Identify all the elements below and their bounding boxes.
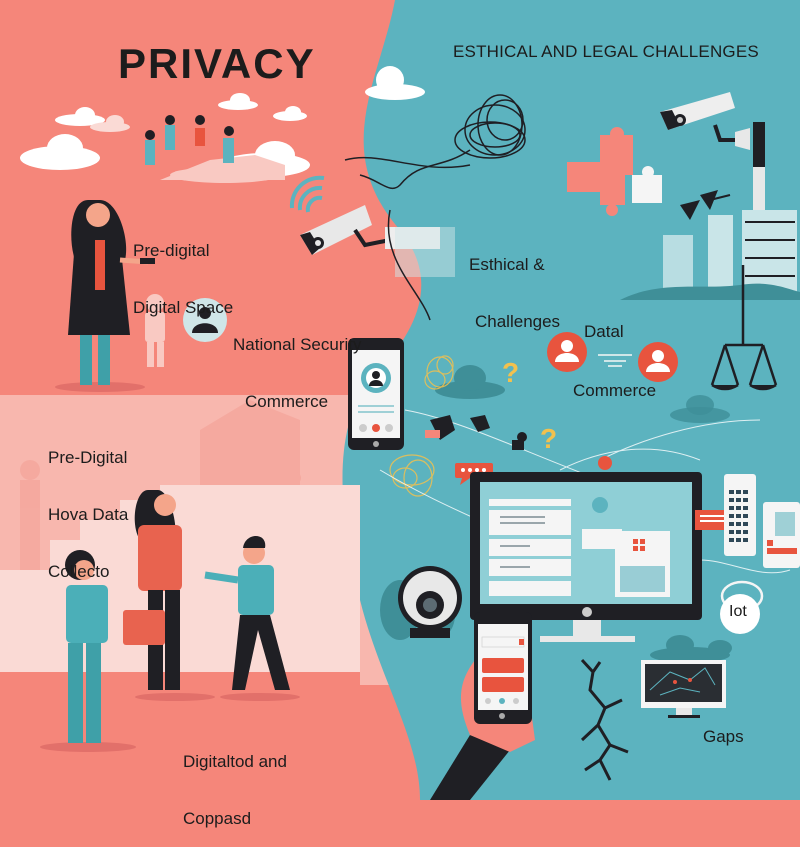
label-pre-digital-space: Pre-digital Digital Space (133, 203, 233, 336)
audio-badge-icon (598, 456, 612, 470)
label-line: Hova Data (48, 505, 128, 524)
label-line: Digitaltod and (183, 752, 287, 771)
label-ethical: Esthical & Challenges (469, 217, 560, 350)
label-line: Challenges (469, 312, 560, 331)
label-bottom: Digitaltod and Coppasd (183, 714, 287, 847)
label-line: Coppasd (183, 809, 287, 828)
label-national-security: National Security Commerce (233, 297, 362, 430)
label-line: Commerce (233, 392, 362, 411)
question-mark-icon: ? (540, 423, 557, 454)
section-title: ESTHICAL AND LEGAL CHALLENGES (453, 42, 759, 61)
label-line: Pre-digital (133, 241, 233, 260)
label-line: Digital Space (133, 298, 233, 317)
label-iot: Iot (729, 603, 747, 621)
user-avatar-icon (638, 342, 678, 382)
infographic-canvas: ? ? (0, 0, 800, 800)
label-line: Pre-Digital (48, 448, 128, 467)
label-line: National Security (233, 335, 362, 354)
floor (0, 672, 360, 800)
question-mark-icon: ? (502, 357, 519, 388)
teal-wave-background (343, 0, 800, 800)
page-title: PRIVACY (118, 40, 316, 87)
label-line: Esthical & (469, 255, 560, 274)
label-datal: Datal (584, 322, 624, 341)
label-pre-digital-data: Pre-Digital Hova Data Collecto (48, 410, 128, 600)
label-gaps: Gaps (703, 727, 744, 746)
label-commerce: Commerce (573, 381, 656, 400)
label-line: Collecto (48, 562, 128, 581)
